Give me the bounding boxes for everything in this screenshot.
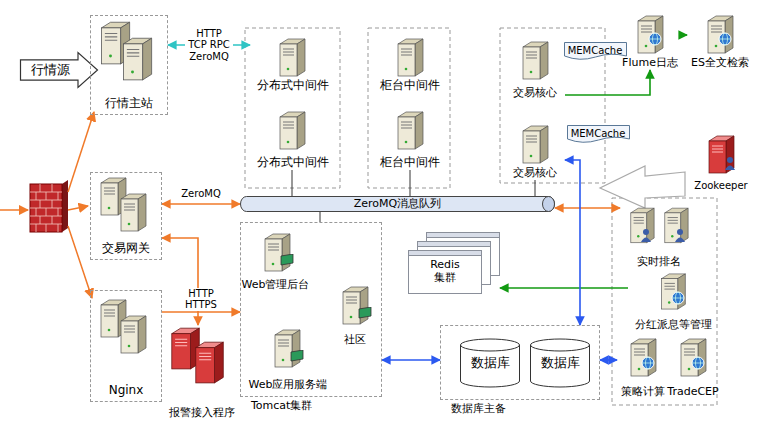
server-node: 社区 <box>330 283 380 347</box>
node-label: 柜台中间件 <box>380 79 440 93</box>
node-label: 数据库主备 <box>451 403 506 416</box>
node-label: 数据库 <box>471 356 510 371</box>
group-box: 行情主站 <box>90 15 168 115</box>
connector <box>555 207 620 209</box>
server-node: TradeCEP <box>663 335 723 399</box>
connector <box>682 34 687 36</box>
node-label: Web应用服务端 <box>249 379 328 392</box>
connector <box>162 311 240 313</box>
node-label: 分红派息等管理 <box>635 319 712 332</box>
server-node: 报警接入程序 <box>158 325 246 420</box>
server-node: ES全文检索 <box>687 12 753 70</box>
edge-label: ZeroMQ <box>179 188 223 200</box>
server-icon <box>101 16 735 383</box>
database-cylinder: 数据库 <box>460 338 520 388</box>
node-label: Web管理后台 <box>242 279 310 292</box>
node-label: 实时排名 <box>637 256 681 269</box>
cache-callout: MEMCache <box>567 125 630 142</box>
server-node: 柜台中间件 <box>372 35 447 93</box>
node-label: 分布式中间件 <box>257 156 329 170</box>
group-outline <box>245 28 717 405</box>
connector <box>535 180 536 196</box>
node-label: 交易核心 <box>513 87 557 100</box>
server-node: 分布式中间件 <box>250 108 335 170</box>
group-box: 交易网关 <box>90 172 162 260</box>
cache-callout: MEMCache <box>564 42 627 59</box>
node-label: ZeroMQ消息队列 <box>354 198 441 211</box>
server-node: Zookeeper <box>690 133 752 191</box>
node-label: TradeCEP <box>667 386 718 399</box>
server-node: 分红派息等管理 <box>628 272 718 332</box>
zookeeper-arrow <box>600 166 685 208</box>
message-queue-bar: ZeroMQ消息队列 <box>240 196 555 212</box>
connector <box>320 212 321 222</box>
node-label: 柜台中间件 <box>380 156 440 170</box>
connector <box>292 170 293 196</box>
server-node: 分布式中间件 <box>250 35 335 93</box>
network-link <box>0 112 94 298</box>
connector <box>382 359 440 361</box>
node-label: Tomcat集群 <box>251 400 312 413</box>
node-label: MEMCache <box>571 128 626 140</box>
server-node: 柜台中间件 <box>372 108 447 170</box>
cluster-group: Tomcat集群Web管理后台社区Web应用服务端 <box>240 222 382 397</box>
node-label: MEMCache <box>568 45 623 57</box>
node-label: Redis 集群 <box>424 259 466 284</box>
connector <box>565 70 650 95</box>
node-label: 社区 <box>344 334 366 347</box>
node-label: 行情主站 <box>105 97 153 111</box>
group-box: Nginx <box>90 290 162 402</box>
connector <box>162 238 198 325</box>
connector <box>162 203 240 205</box>
node-label: 数据库 <box>541 356 580 371</box>
connector <box>600 359 617 361</box>
server-node: 实时排名 <box>620 203 698 269</box>
node-label: 行情源 <box>31 63 70 78</box>
redis-cluster: Redis 集群 <box>408 232 500 294</box>
node-label: 交易核心 <box>513 167 557 180</box>
server-node: 交易核心 <box>505 122 565 180</box>
node-label: 分布式中间件 <box>257 79 329 93</box>
database-cylinder: 数据库 <box>530 338 590 388</box>
node-label: 报警接入程序 <box>169 407 235 420</box>
node-label: Zookeeper <box>694 180 747 192</box>
node-label: Flume日志 <box>622 57 678 70</box>
edge-label: HTTP HTTPS <box>179 288 223 311</box>
server-node: 交易核心 <box>505 38 565 100</box>
node-label: 策略计算 <box>621 386 665 399</box>
source-arrow: 行情源 <box>20 52 98 88</box>
edge-label: HTTP TCP RPC ZeroMQ <box>185 28 233 63</box>
connector <box>500 287 628 289</box>
server-node: Web应用服务端 <box>243 326 333 392</box>
node-label: 交易网关 <box>102 242 150 256</box>
firewall <box>30 180 68 232</box>
connector <box>565 160 580 325</box>
server-node: 策略计算 <box>617 335 669 399</box>
node-label: ES全文检索 <box>691 57 749 70</box>
connector <box>410 170 411 196</box>
node-label: Nginx <box>109 384 144 398</box>
cluster-group: 数据库主备数据库数据库 <box>440 325 600 400</box>
server-node: Flume日志 <box>618 12 682 70</box>
server-node: Web管理后台 <box>238 230 314 292</box>
